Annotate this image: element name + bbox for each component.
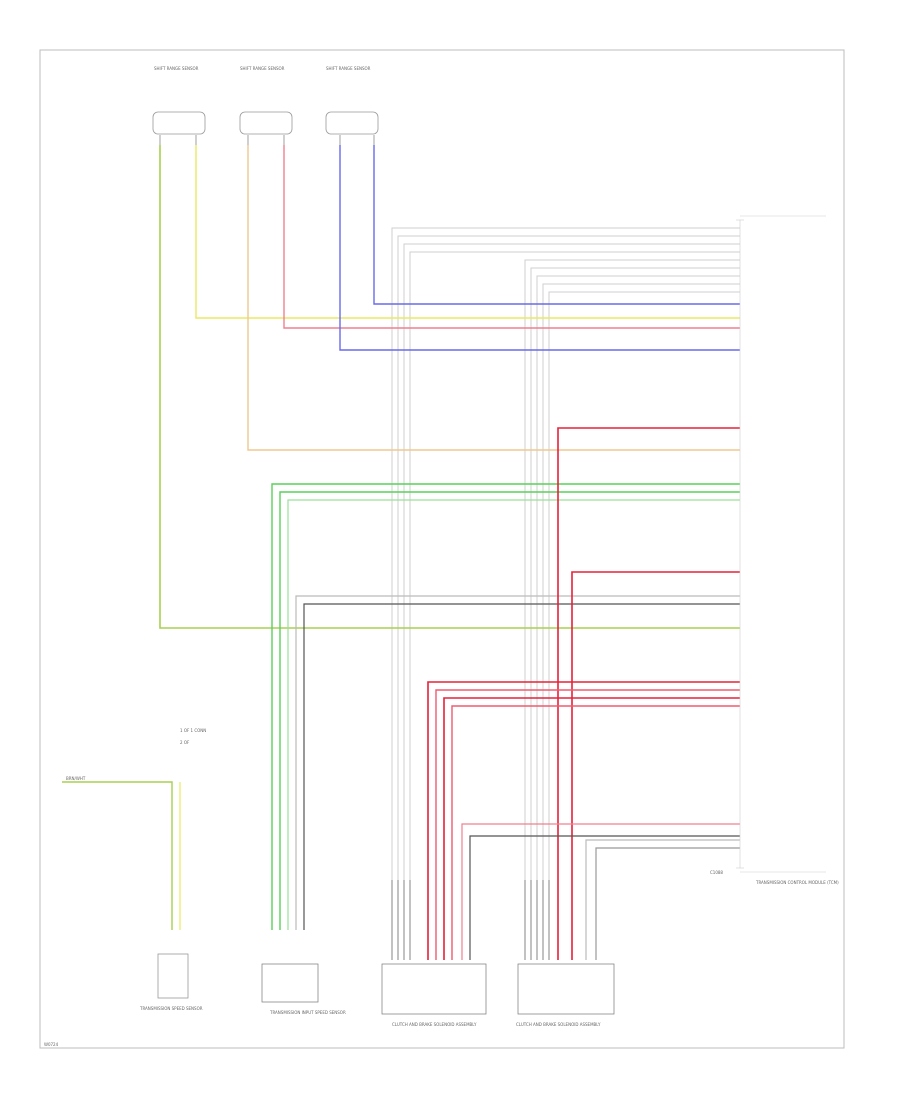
clutch-solenoid-assembly-1: CLUTCH AND BRAKE SOLENOID ASSEMBLY <box>381 963 487 1027</box>
sensor-3: SHIFT RANGE SENSOR <box>325 66 379 135</box>
wire-red-6 <box>451 705 740 960</box>
wire-red-3 <box>427 681 740 960</box>
ground-connector <box>157 953 189 999</box>
wire-pink-lower <box>461 823 740 960</box>
wire-red-4 <box>435 689 740 960</box>
wire-gray-sensor <box>295 595 740 930</box>
svg-text:CLUTCH AND BRAKE SOLENOID ASSE: CLUTCH AND BRAKE SOLENOID ASSEMBLY <box>392 1022 477 1027</box>
wire-tan <box>247 145 740 451</box>
wire-red-2 <box>571 571 740 960</box>
wire-pink <box>283 145 740 329</box>
footer-code: W0724 <box>44 1042 59 1047</box>
wire-blue-1 <box>339 145 740 351</box>
wire-yellow <box>195 145 740 319</box>
wire-green-2 <box>279 491 740 930</box>
diagram-frame <box>39 49 845 1049</box>
svg-text:2 OF: 2 OF <box>180 740 190 745</box>
wire-yellow-green <box>159 145 740 629</box>
input-speed-sensor: TRANSMISSION INPUT SPEED SENSOR <box>261 963 346 1015</box>
wire-blue-2 <box>373 145 740 305</box>
ground-label: BRN/WHT <box>66 776 86 781</box>
legend: 1 OF 1 CONN 2 OF <box>180 728 206 745</box>
svg-text:SHIFT RANGE SENSOR: SHIFT RANGE SENSOR <box>326 66 371 71</box>
wire-red-1 <box>557 427 740 960</box>
tcm-connector-pins <box>736 219 744 869</box>
clutch-solenoid-assembly-2: CLUTCH AND BRAKE SOLENOID ASSEMBLY <box>516 963 615 1027</box>
svg-text:1 OF 1 CONN: 1 OF 1 CONN <box>180 728 206 733</box>
svg-text:SHIFT RANGE SENSOR: SHIFT RANGE SENSOR <box>240 66 285 71</box>
wire-dark-lower <box>469 835 740 960</box>
tcm-connector-label: C1088 <box>710 870 723 875</box>
sensor-2: SHIFT RANGE SENSOR <box>239 66 293 135</box>
wire-dark-gray-sensor <box>303 603 740 930</box>
sensor-leads <box>159 135 375 145</box>
wire-ground-yellow-green <box>62 781 173 930</box>
wire-red-5 <box>443 697 740 960</box>
svg-text:TRANSMISSION SPEED SENSOR: TRANSMISSION SPEED SENSOR <box>139 1006 203 1011</box>
wire-gray-lower-1 <box>585 839 740 960</box>
svg-text:CLUTCH AND BRAKE SOLENOID ASSE: CLUTCH AND BRAKE SOLENOID ASSEMBLY <box>516 1022 601 1027</box>
tcm-label: TRANSMISSION CONTROL MODULE (TCM) <box>755 880 839 885</box>
speed-sensor-module: TRANSMISSION SPEED SENSOR <box>139 1006 203 1011</box>
svg-text:SHIFT RANGE SENSOR: SHIFT RANGE SENSOR <box>154 66 199 71</box>
svg-text:TRANSMISSION INPUT SPEED SENSO: TRANSMISSION INPUT SPEED SENSOR <box>269 1010 346 1015</box>
wire-gray-lower-2 <box>595 847 740 960</box>
terminal-marks <box>391 880 550 960</box>
sensor-1: SHIFT RANGE SENSOR <box>152 66 206 135</box>
wire-green-1 <box>271 483 740 930</box>
wire-green-3 <box>287 499 740 930</box>
